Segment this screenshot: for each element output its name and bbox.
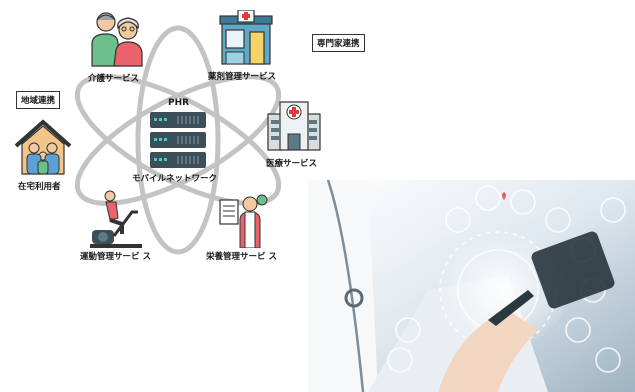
medical-service-label: 医療サービス xyxy=(266,159,318,169)
care-service-label: 介護サービス xyxy=(88,74,140,84)
phr-label: PHR xyxy=(168,98,190,108)
expert-collaboration-tag: 専門家連携 xyxy=(312,34,365,52)
home-family-icon xyxy=(14,119,72,175)
elderly-care-icon xyxy=(91,12,143,67)
orbit-ring-1 xyxy=(74,74,282,206)
doctor-tablet-photo xyxy=(308,180,635,392)
orbit-ring-2 xyxy=(74,74,282,206)
exercise-service-label: 運動管理サービ ス xyxy=(80,252,151,262)
mobile-network-label: モバイルネットワーク xyxy=(132,174,218,184)
server-icon xyxy=(150,112,206,168)
home-user-label: 在宅利用者 xyxy=(18,182,61,192)
nutrition-service-label: 栄養管理サービ ス xyxy=(206,252,277,262)
nutrition-icon xyxy=(219,194,268,248)
exercise-bike-icon xyxy=(90,190,142,248)
pharmacy-service-label: 薬剤管理サービス xyxy=(208,72,277,82)
regional-collaboration-tag: 地域連携 xyxy=(16,91,61,109)
pharmacy-icon xyxy=(219,10,273,65)
orbit-ring-3 xyxy=(135,25,221,255)
hospital-icon xyxy=(267,101,321,151)
